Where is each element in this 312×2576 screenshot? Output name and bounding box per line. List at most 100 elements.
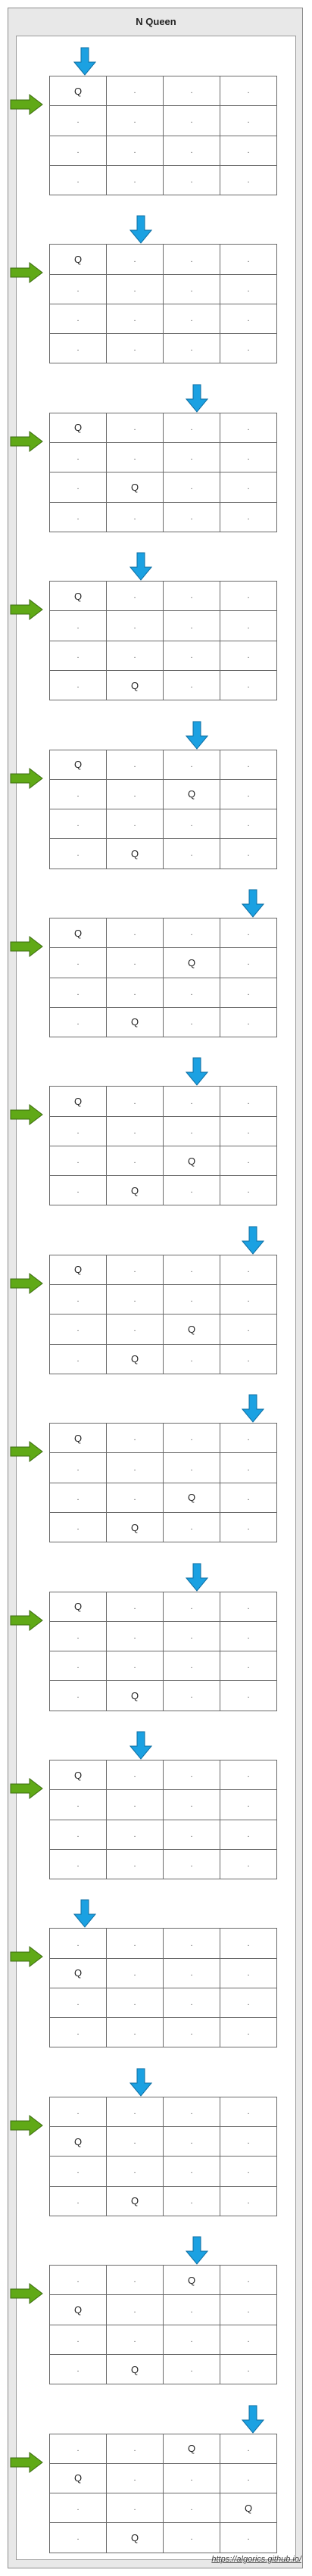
board-row: Q... (49, 412, 277, 444)
empty-cell: . (163, 303, 220, 335)
board-row: ..Q. (49, 778, 277, 810)
right-arrow-icon (10, 599, 43, 621)
board-row: .... (49, 1284, 277, 1315)
right-arrow-shape (10, 2283, 43, 2305)
down-arrow-icon (242, 1226, 264, 1255)
queen-cell: Q (49, 1957, 107, 1988)
down-arrow-shape (186, 2236, 208, 2265)
empty-cell: . (163, 333, 220, 364)
board-row: .... (49, 303, 277, 335)
down-arrow-shape (242, 2405, 264, 2434)
empty-cell: . (49, 1789, 107, 1820)
right-arrow-icon (10, 1946, 43, 1968)
empty-cell: . (49, 135, 107, 166)
empty-cell: . (220, 1175, 277, 1206)
right-arrow-icon (10, 262, 43, 284)
empty-cell: . (49, 1651, 107, 1682)
empty-cell: . (106, 917, 164, 949)
board-row: Q... (49, 2294, 277, 2325)
board-row: .... (49, 610, 277, 641)
empty-cell: . (163, 1819, 220, 1850)
empty-cell: . (49, 1848, 107, 1880)
empty-cell: . (106, 2156, 164, 2187)
board-row: .... (49, 1819, 277, 1850)
down-arrow-icon (129, 215, 152, 245)
down-arrow-icon (129, 2068, 152, 2097)
empty-cell: . (163, 1789, 220, 1820)
empty-cell: . (220, 412, 277, 444)
empty-cell: . (106, 442, 164, 473)
empty-cell: . (220, 164, 277, 196)
empty-cell: . (220, 2433, 277, 2464)
queen-cell: Q (49, 2294, 107, 2325)
down-arrow-shape (129, 552, 152, 581)
down-arrow-shape (129, 215, 152, 245)
nqueen-step: Q.....Q......Q.. (0, 721, 295, 872)
credit-link[interactable]: https://algorics.github.io/ (211, 2555, 301, 2564)
down-arrow-icon (73, 47, 96, 76)
empty-cell: . (163, 2096, 220, 2128)
board-row: ..Q. (49, 1314, 277, 1345)
queen-cell: Q (220, 2493, 277, 2524)
empty-cell: . (220, 105, 277, 136)
nqueen-step: Q............Q.. (0, 1563, 295, 1714)
empty-cell: . (220, 2156, 277, 2187)
board-row: Q... (49, 917, 277, 949)
empty-cell: . (220, 1482, 277, 1513)
board-row: .... (49, 1789, 277, 1820)
right-arrow-shape (10, 1441, 43, 1463)
queen-cell: Q (49, 75, 107, 107)
empty-cell: . (49, 2017, 107, 2048)
empty-cell: . (220, 1314, 277, 1345)
down-arrow-icon (129, 1731, 152, 1760)
empty-cell: . (220, 2185, 277, 2216)
down-arrow-icon (186, 384, 208, 413)
queen-cell: Q (49, 244, 107, 275)
empty-cell: . (163, 2156, 220, 2187)
empty-cell: . (49, 1343, 107, 1374)
empty-cell: . (163, 809, 220, 840)
right-arrow-shape (10, 2451, 43, 2473)
board-row: .Q.. (49, 669, 277, 701)
queen-cell: Q (106, 1006, 164, 1038)
empty-cell: . (163, 1848, 220, 1880)
empty-cell: . (49, 2156, 107, 2187)
board-row: ..Q. (49, 2265, 277, 2296)
chess-board: Q............... (49, 244, 277, 364)
empty-cell: . (220, 75, 277, 107)
empty-cell: . (106, 2433, 164, 2464)
empty-cell: . (106, 1987, 164, 2019)
empty-cell: . (220, 333, 277, 364)
empty-cell: . (163, 1423, 220, 1454)
empty-cell: . (220, 1957, 277, 1988)
board-row: Q... (49, 1591, 277, 1622)
empty-cell: . (106, 749, 164, 780)
queen-cell: Q (106, 838, 164, 869)
down-arrow-shape (242, 1394, 264, 1423)
empty-cell: . (49, 2185, 107, 2216)
right-arrow-icon (10, 1441, 43, 1463)
down-arrow-shape (186, 384, 208, 413)
empty-cell: . (49, 809, 107, 840)
empty-cell: . (49, 501, 107, 532)
down-arrow-icon (242, 889, 264, 918)
empty-cell: . (49, 2096, 107, 2128)
chess-board: Q............Q.. (49, 1591, 277, 1711)
empty-cell: . (163, 1759, 220, 1791)
empty-cell: . (220, 1452, 277, 1483)
board-row: Q... (49, 75, 277, 107)
empty-cell: . (163, 412, 220, 444)
empty-cell: . (163, 2126, 220, 2157)
board-row: Q... (49, 581, 277, 612)
empty-cell: . (220, 947, 277, 978)
empty-cell: . (163, 610, 220, 641)
empty-cell: . (106, 105, 164, 136)
queen-cell: Q (106, 2353, 164, 2385)
empty-cell: . (220, 442, 277, 473)
nqueen-step: Q........Q...... (0, 384, 295, 535)
board-row: .Q.. (49, 2522, 277, 2553)
empty-cell: . (49, 669, 107, 701)
empty-cell: . (220, 778, 277, 810)
empty-cell: . (220, 501, 277, 532)
queen-cell: Q (49, 1591, 107, 1622)
